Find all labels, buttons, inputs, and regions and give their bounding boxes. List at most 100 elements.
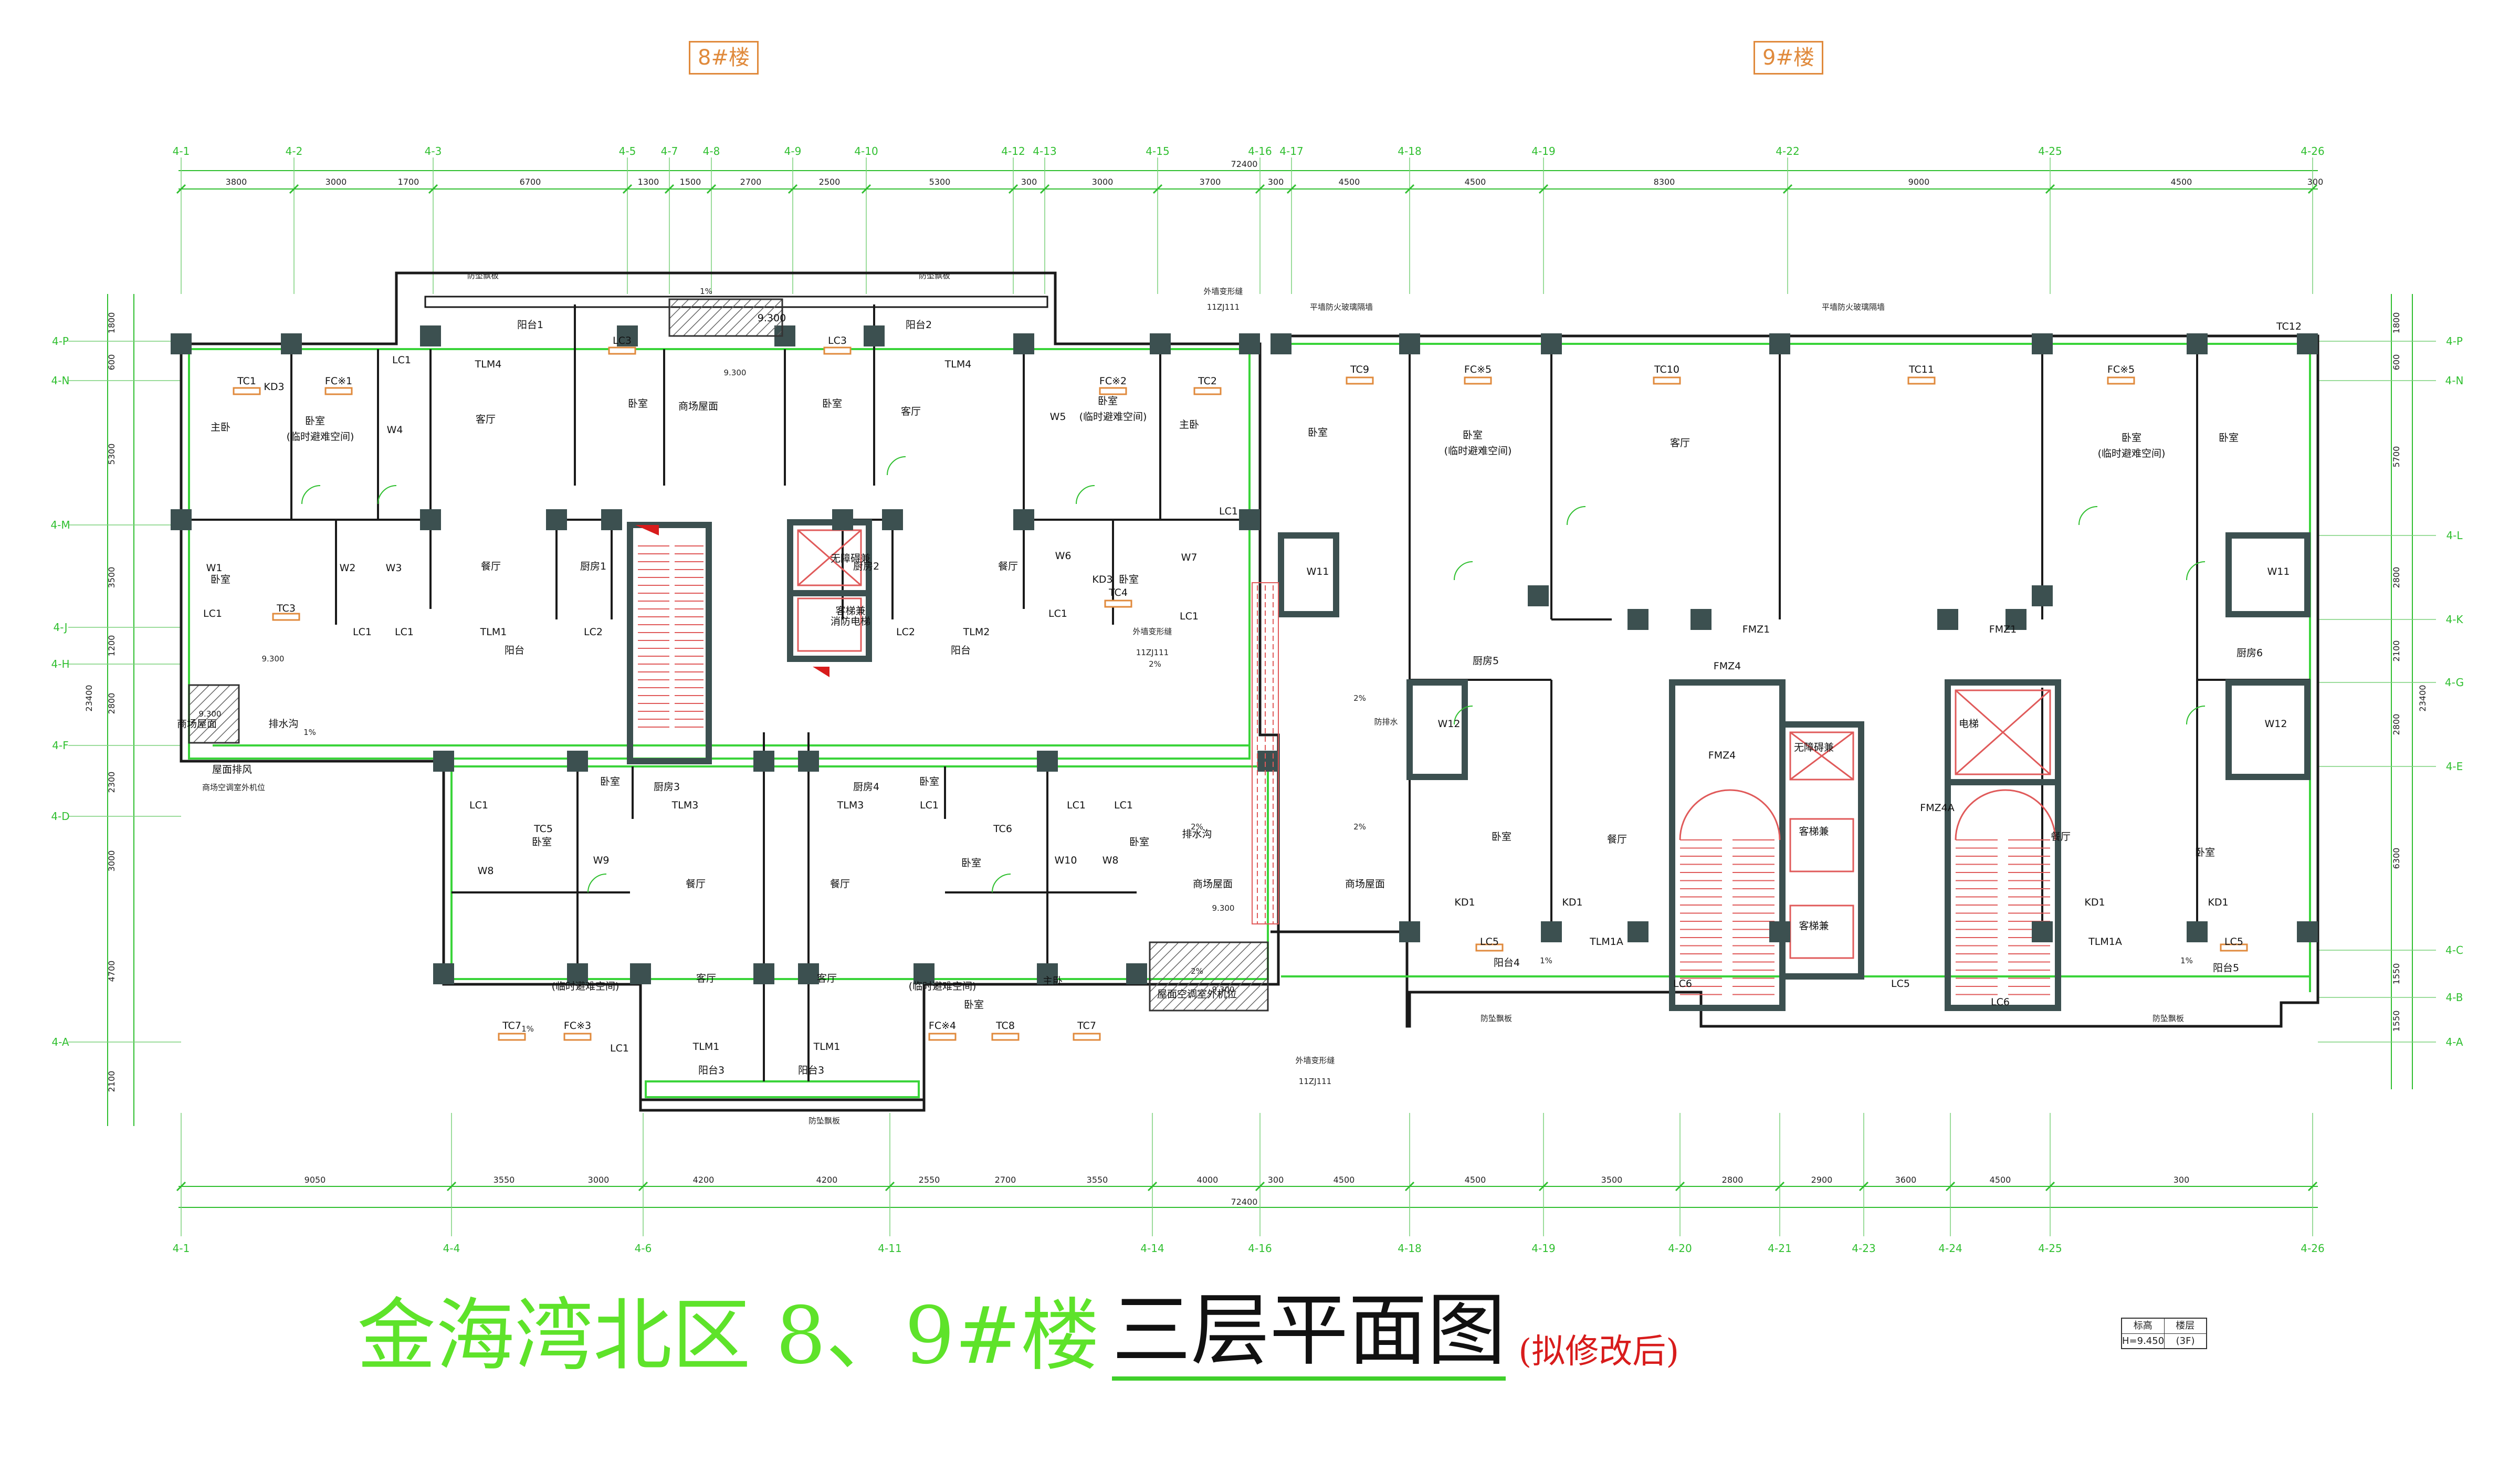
room-label: LC1 bbox=[1180, 611, 1199, 622]
stamp-header-elevation: 标高 bbox=[2122, 1319, 2165, 1333]
axis-right-label: 4-N bbox=[2445, 374, 2464, 387]
dim-top-label: 6700 bbox=[520, 177, 541, 187]
room-label: TC10 bbox=[1654, 364, 1679, 375]
room-label: TLM3 bbox=[671, 800, 699, 811]
room-label: 卧室 bbox=[532, 836, 552, 848]
plan-note: 2% bbox=[1353, 822, 1366, 832]
room-label: LC1 bbox=[610, 1043, 629, 1054]
plan-note: 防坠飘板 bbox=[467, 271, 499, 280]
room-label: 客厅 bbox=[901, 406, 921, 417]
room-label: 9.300 bbox=[758, 312, 786, 324]
fire-door-marker bbox=[813, 667, 830, 677]
plan-note: 9.300 bbox=[199, 709, 222, 719]
window-marker bbox=[563, 1033, 592, 1041]
column-block bbox=[832, 509, 853, 530]
window-marker bbox=[991, 1033, 1020, 1041]
room-label: 客梯兼 bbox=[1799, 826, 1829, 837]
axis-left-label: 4-H bbox=[51, 658, 70, 670]
window-marker bbox=[608, 346, 636, 355]
room-label: FMZ4 bbox=[1708, 750, 1736, 761]
room-label: FMZ1 bbox=[1742, 624, 1770, 635]
elevation-stamp: 标高 楼层 H=9.450 (3F) bbox=[2121, 1318, 2207, 1349]
dim-top-label: 300 bbox=[1268, 177, 1284, 187]
room-label: 阳台 bbox=[505, 645, 524, 656]
room-label: FC※4 bbox=[929, 1020, 956, 1032]
room-label: 阳台2 bbox=[906, 319, 932, 331]
axis-top-label: 4-17 bbox=[1279, 145, 1303, 157]
axis-top-label: 4-15 bbox=[1146, 145, 1169, 157]
axis-bottom-label: 4-21 bbox=[1768, 1242, 1791, 1255]
window-marker bbox=[1346, 376, 1374, 385]
room-label: LC1 bbox=[469, 800, 488, 811]
dim-top-label: 8300 bbox=[1654, 177, 1675, 187]
axis-bottom-label: 4-25 bbox=[2038, 1242, 2062, 1255]
axis-bottom-label: 4-4 bbox=[443, 1242, 460, 1255]
column-block bbox=[1037, 751, 1058, 772]
column-block bbox=[281, 333, 302, 354]
dim-top-label: 4500 bbox=[2171, 177, 2192, 187]
room-label: 餐厅 bbox=[481, 561, 501, 572]
room-label: LC1 bbox=[392, 354, 411, 366]
dim-left-label: 2100 bbox=[107, 1071, 117, 1092]
door-swing bbox=[1567, 506, 1586, 525]
room-label: 厨房4 bbox=[853, 781, 879, 793]
plan-note: 1% bbox=[521, 1024, 534, 1034]
room-label: LC3 bbox=[613, 335, 632, 346]
room-label: TLM2 bbox=[963, 626, 990, 638]
dim-left-label: 4700 bbox=[107, 961, 117, 982]
room-label: LC2 bbox=[896, 626, 915, 638]
room-label: KD3 bbox=[1092, 574, 1112, 585]
dim-bottom-label: 3550 bbox=[1087, 1175, 1108, 1185]
dim-right-label: 1550 bbox=[2391, 963, 2401, 985]
dim-top-label: 4500 bbox=[1339, 177, 1360, 187]
column-block bbox=[753, 751, 774, 772]
dim-left-label: 1200 bbox=[107, 635, 117, 657]
axis-top-label: 4-7 bbox=[661, 145, 678, 157]
plan-note: 11ZJ111 bbox=[1299, 1077, 1331, 1086]
door-swing bbox=[377, 485, 397, 504]
axis-top-label: 4-22 bbox=[1776, 145, 1799, 157]
axis-bottom-label: 4-23 bbox=[1852, 1242, 1875, 1255]
axis-right-label: 4-B bbox=[2446, 991, 2463, 1004]
axis-bottom-label: 4-14 bbox=[1140, 1242, 1164, 1255]
plan-note: 2% bbox=[1191, 966, 1203, 976]
dim-bottom-label: 2700 bbox=[995, 1175, 1016, 1185]
dim-top-label: 300 bbox=[1021, 177, 1037, 187]
dim-bottom-label: 4200 bbox=[816, 1175, 838, 1185]
dim-top-label: 1500 bbox=[680, 177, 701, 187]
stamp-floor-value: (3F) bbox=[2176, 1335, 2195, 1347]
axis-left-label: 4-N bbox=[51, 374, 70, 387]
axis-top-label: 4-5 bbox=[619, 145, 636, 157]
dim-top-label: 1300 bbox=[638, 177, 659, 187]
room-label: TC5 bbox=[533, 823, 553, 835]
door-swing bbox=[587, 874, 607, 893]
room-label: 卧室 bbox=[961, 857, 981, 869]
room-label: 阳台3 bbox=[698, 1065, 724, 1076]
room-label: 餐厅 bbox=[1607, 834, 1627, 845]
axis-left-label: 4-J bbox=[54, 621, 68, 634]
room-label: LC1 bbox=[920, 800, 939, 811]
column-block bbox=[1013, 333, 1034, 354]
room-label: 排水沟 bbox=[1182, 828, 1212, 840]
room-label: LC5 bbox=[2224, 936, 2243, 948]
dim-bottom-total: 72400 bbox=[1231, 1197, 1258, 1207]
room-label: FC※3 bbox=[564, 1020, 591, 1032]
note-labels: 防坠飘板防坠飘板防坠飘板防坠飘板防坠飘板外墙变形缝11ZJ111外墙变形缝11Z… bbox=[199, 271, 2193, 1126]
room-label: TLM1 bbox=[480, 626, 507, 638]
room-label: W7 bbox=[1181, 552, 1198, 563]
column-block bbox=[1013, 509, 1034, 530]
column-block bbox=[1769, 333, 1790, 354]
room-label: W12 bbox=[1438, 718, 1461, 730]
room-label: (临时避难空间) bbox=[1444, 445, 1512, 457]
room-label: 厨房1 bbox=[580, 561, 606, 572]
dim-right-label: 2800 bbox=[2391, 567, 2401, 588]
dim-top-label: 1700 bbox=[398, 177, 419, 187]
axis-bottom-label: 4-6 bbox=[635, 1242, 652, 1255]
room-label: 卧室 bbox=[628, 398, 648, 409]
column-block bbox=[433, 751, 454, 772]
door-swing bbox=[1454, 706, 1473, 725]
window-marker bbox=[928, 1033, 957, 1041]
room-label: TC9 bbox=[1350, 364, 1369, 375]
window-marker bbox=[1907, 376, 1936, 385]
column-block bbox=[1037, 963, 1058, 984]
